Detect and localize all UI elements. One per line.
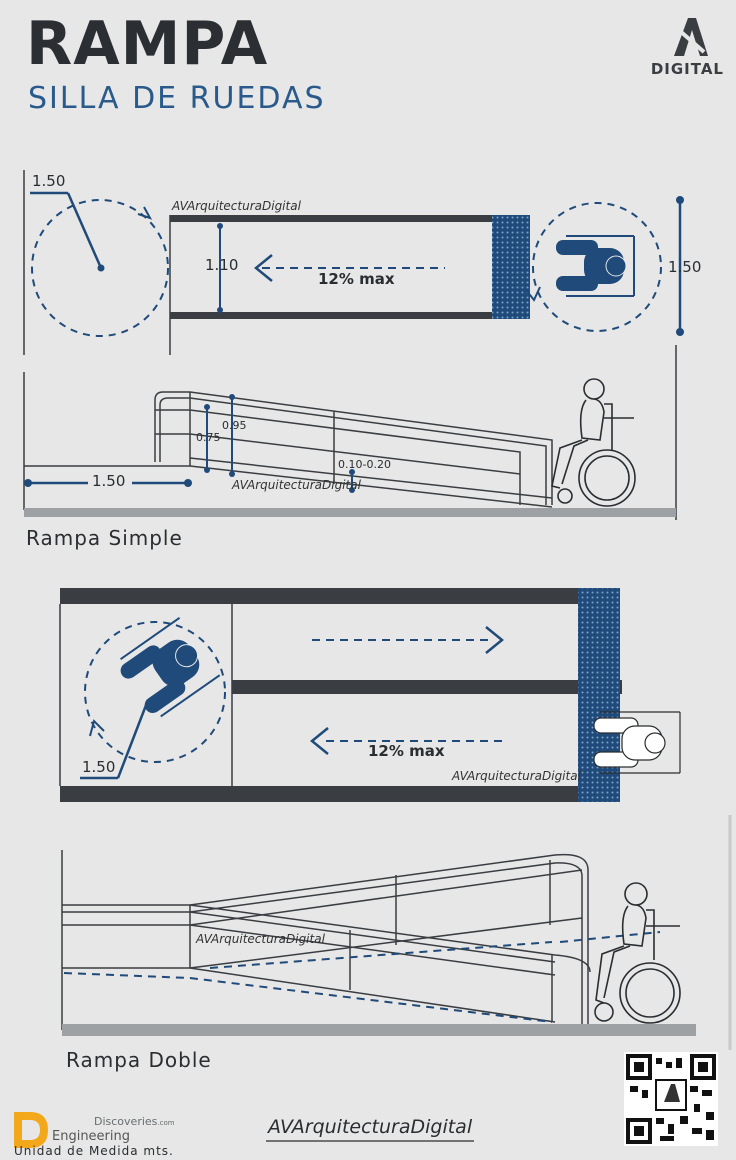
qr-code-icon [624,1052,718,1146]
double-plan [59,588,681,802]
unit-note: Unidad de Medida mts. [14,1144,174,1158]
simple-elevation [23,372,676,517]
source-logo-suffix: .com [157,1119,175,1127]
brand-mark-icon [670,18,708,56]
discoveries-logo-icon [14,1112,48,1148]
double-elevation-watermark: AVArquitecturaDigital [196,932,325,946]
wheelchair-user-side-icon [551,378,636,507]
simple-ramp-width-label: 1.10 [205,256,239,274]
simple-slope-label: 12% max [318,270,395,288]
source-logo-name: Discoveries [94,1115,158,1128]
handrail-low-height-label: 0.75 [196,431,221,444]
tactile-strip-double [578,588,620,802]
double-turn-diameter-label: 1.50 [82,758,116,776]
page-title: RAMPA [26,9,269,79]
tactile-strip [492,215,530,319]
author-signature: AVArquitecturaDigital [268,1116,473,1138]
double-plan-watermark: AVArquitecturaDigital [452,769,581,783]
page-subtitle: SILLA DE RUEDAS [28,81,326,116]
wheelchair-user-side-icon-2 [594,882,681,1024]
wheelchair-top-icon [556,235,635,297]
simple-plan-watermark: AVArquitecturaDigital [172,199,301,213]
wheelchair-turning-icon [120,617,221,718]
simple-landing-width-label: 1.50 [668,258,702,276]
curb-height-label: 0.10-0.20 [338,458,391,471]
simple-ramp-caption: Rampa Simple [26,526,183,550]
elevation-landing-length-label: 1.50 [92,472,126,490]
wheelchair-top-white-icon [593,711,681,774]
brand-name: DIGITAL [650,60,724,78]
turning-circle [31,199,169,337]
source-logo-text: Discoveries.com [94,1116,175,1127]
simple-turn-diameter-label: 1.50 [32,172,66,190]
double-elevation [61,850,696,1036]
simple-plan [23,170,684,520]
source-name: Engineering [52,1129,130,1144]
handrail-high-height-label: 0.95 [222,419,247,432]
simple-elevation-watermark: AVArquitecturaDigital [232,478,361,492]
double-slope-label: 12% max [368,742,445,760]
double-ramp-caption: Rampa Doble [66,1048,212,1072]
brand-logo: DIGITAL [644,12,724,78]
